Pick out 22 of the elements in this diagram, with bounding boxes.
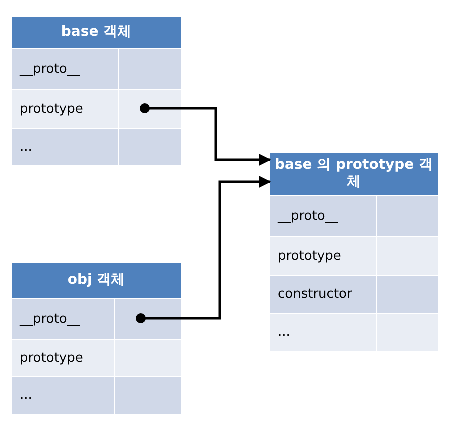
table-header: base 객체 — [12, 17, 181, 48]
table-cell — [118, 89, 181, 128]
table-cell — [376, 275, 438, 313]
table-cell — [376, 195, 438, 236]
arrow — [136, 176, 272, 324]
table-cell — [376, 236, 438, 275]
table — [12, 263, 181, 414]
arrow — [140, 104, 272, 166]
table-cell — [118, 48, 181, 89]
table-header: base 의 prototype 객체 — [270, 153, 438, 195]
table — [270, 153, 438, 351]
field-name: prototype — [12, 339, 114, 376]
table-header: obj 객체 — [12, 263, 181, 298]
table-cell — [118, 128, 181, 165]
table-cell — [114, 376, 181, 414]
table — [12, 17, 181, 165]
field-name: prototype — [12, 89, 118, 128]
field-name: ... — [270, 313, 376, 351]
table-cell — [114, 339, 181, 376]
table-cell — [376, 313, 438, 351]
table-cell — [114, 298, 181, 339]
field-name: prototype — [270, 236, 376, 275]
